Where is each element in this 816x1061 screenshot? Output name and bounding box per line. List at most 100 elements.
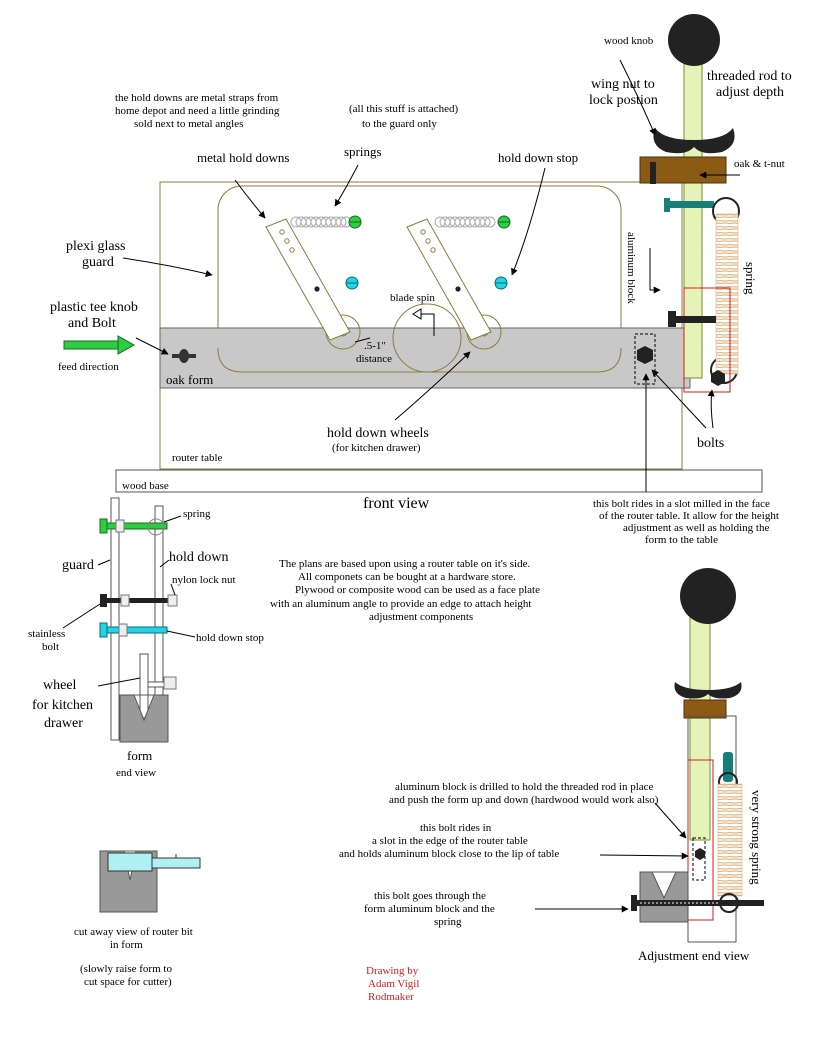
spring-left bbox=[290, 216, 352, 228]
adj-very-strong-spring: very strong spring bbox=[749, 790, 764, 885]
router-bit-circle bbox=[392, 303, 462, 373]
label-distance-2: distance bbox=[356, 353, 392, 365]
cutaway-router-shaft bbox=[151, 857, 201, 869]
leader-lines-end-view bbox=[62, 515, 196, 687]
plans-note-line-4: with an aluminum angle to provide an edg… bbox=[270, 598, 531, 610]
label-end-hold-down-stop: hold down stop bbox=[196, 632, 264, 644]
bolt-hex-right bbox=[711, 370, 725, 386]
adj-aluminum-note-1: aluminum block is drilled to hold the th… bbox=[395, 781, 654, 793]
adj-bolt-edge-1: this bolt rides in bbox=[420, 822, 492, 834]
label-wing-nut-1: wing nut to bbox=[591, 77, 655, 92]
cutaway-line-3: (slowly raise form to bbox=[80, 963, 172, 975]
adj-big-spring bbox=[717, 783, 743, 897]
teal-bracket-tab bbox=[664, 198, 670, 212]
leader-lines-adjustment bbox=[535, 802, 689, 913]
aluminum-block-bar bbox=[670, 316, 716, 323]
adj-spring-post bbox=[723, 752, 733, 782]
end-view-guard-plate bbox=[110, 497, 120, 741]
credit-line-1: Drawing by bbox=[366, 965, 419, 977]
adj-wood-knob bbox=[680, 568, 736, 624]
label-end-nylon-lock-nut: nylon lock nut bbox=[172, 574, 236, 586]
plans-note-line-1: The plans are based upon using a router … bbox=[279, 558, 530, 570]
label-bolt-slot-note-4: form to the table bbox=[645, 534, 718, 546]
cutaway-line-1: cut away view of router bit bbox=[74, 926, 193, 938]
label-threaded-rod-2: adjust depth bbox=[716, 85, 784, 100]
oak-form-shape bbox=[159, 327, 691, 389]
end-view-wheel-nut bbox=[163, 676, 177, 690]
plans-note-line-5: adjustment components bbox=[369, 611, 473, 623]
adj-wing-nut bbox=[674, 682, 742, 699]
label-end-guard: guard bbox=[62, 558, 94, 573]
blade-spin-arrow bbox=[420, 313, 435, 336]
label-end-view: end view bbox=[116, 767, 156, 779]
end-view-wheel-axle bbox=[147, 681, 167, 688]
big-spring-front bbox=[715, 213, 739, 375]
teal-bracket bbox=[664, 201, 714, 208]
wing-nut-front bbox=[653, 128, 735, 154]
adj-through-bolt bbox=[634, 900, 764, 906]
label-router-table: router table bbox=[172, 452, 223, 464]
label-end-stainless-2: bolt bbox=[42, 641, 59, 653]
label-plexi-1: plexi glass bbox=[66, 239, 126, 254]
end-view-spring-bolt-head bbox=[99, 518, 108, 534]
adj-form bbox=[639, 871, 689, 923]
cutaway-router-bit bbox=[107, 852, 153, 872]
adj-threaded-rod bbox=[689, 609, 711, 841]
cutaway-line-4: cut space for cutter) bbox=[84, 976, 172, 988]
label-attached-note-2: to the guard only bbox=[362, 118, 437, 130]
credit-line-3: Rodmaker bbox=[368, 991, 414, 1003]
plexi-guard-lower-edge bbox=[217, 347, 622, 373]
label-hold-down-wheels-2: (for kitchen drawer) bbox=[332, 442, 421, 454]
label-end-form: form bbox=[127, 748, 152, 763]
tnut-flange bbox=[650, 162, 656, 184]
label-end-wheel-3: drawer bbox=[44, 716, 83, 731]
metal-hold-down-left bbox=[265, 218, 351, 341]
end-view-spacer-1 bbox=[115, 519, 125, 533]
bolt-hex-left bbox=[637, 346, 653, 364]
label-end-hold-down: hold down bbox=[169, 550, 229, 565]
label-hold-downs-note-1: the hold downs are metal straps from bbox=[115, 92, 279, 104]
label-attached-note-1: (all this stuff is attached) bbox=[349, 103, 458, 115]
label-bolt-slot-note-1: this bolt rides in a slot milled in the … bbox=[593, 498, 770, 510]
label-distance-1: .5-1" bbox=[364, 340, 386, 352]
label-plastic-knob-2: and Bolt bbox=[68, 316, 116, 331]
label-spring-vertical: spring bbox=[743, 262, 758, 295]
aluminum-block-bolt-head bbox=[668, 311, 676, 327]
label-bolt-slot-note-3: adjustment as well as holding the bbox=[623, 522, 769, 534]
plastic-tee-knob bbox=[172, 349, 196, 363]
adj-bolt-through-2: form aluminum block and the bbox=[364, 903, 495, 915]
adj-bolt-slot bbox=[692, 837, 706, 881]
plans-note-line-2: All componets can be bought at a hardwar… bbox=[298, 571, 516, 583]
end-view-spring-bolt bbox=[102, 522, 168, 530]
end-view-wheel bbox=[139, 653, 149, 719]
cutaway-line-2: in form bbox=[110, 939, 143, 951]
label-threaded-rod-1: threaded rod to bbox=[707, 69, 792, 84]
adj-bolt-through-1: this bolt goes through the bbox=[374, 890, 486, 902]
label-end-spring: spring bbox=[183, 508, 211, 520]
label-oak-form: oak form bbox=[166, 372, 213, 387]
label-aluminum-block: aluminum block bbox=[625, 232, 637, 304]
label-feed-direction: feed direction bbox=[58, 361, 119, 373]
adj-oak-block bbox=[683, 699, 727, 719]
plans-note-line-3: Plywood or composite wood can be used as… bbox=[295, 584, 540, 596]
label-bolts: bolts bbox=[697, 436, 724, 451]
label-metal-hold-downs: metal hold downs bbox=[197, 150, 289, 165]
wood-knob-front bbox=[668, 14, 720, 66]
adj-bolt-edge-2: a slot in the edge of the router table bbox=[372, 835, 528, 847]
adj-bolt-edge-3: and holds aluminum block close to the li… bbox=[339, 848, 559, 860]
router-table-outline bbox=[159, 181, 683, 470]
label-oak-tnut: oak & t-nut bbox=[734, 158, 785, 170]
label-front-view-title: front view bbox=[363, 495, 430, 512]
end-view-spacer-2 bbox=[120, 594, 130, 607]
label-hold-downs-note-2: home depot and need a little grinding bbox=[115, 105, 280, 117]
credit-line-2: Adam Vigil bbox=[368, 978, 419, 990]
adj-title: Adjustment end view bbox=[638, 948, 750, 963]
label-end-wheel-1: wheel bbox=[43, 678, 77, 693]
end-view-spring-coil bbox=[147, 518, 165, 536]
wood-base-rect bbox=[115, 469, 763, 493]
label-plexi-2: guard bbox=[82, 255, 114, 270]
label-hold-down-stop: hold down stop bbox=[498, 150, 578, 165]
adj-through-bolt-head bbox=[631, 895, 637, 911]
